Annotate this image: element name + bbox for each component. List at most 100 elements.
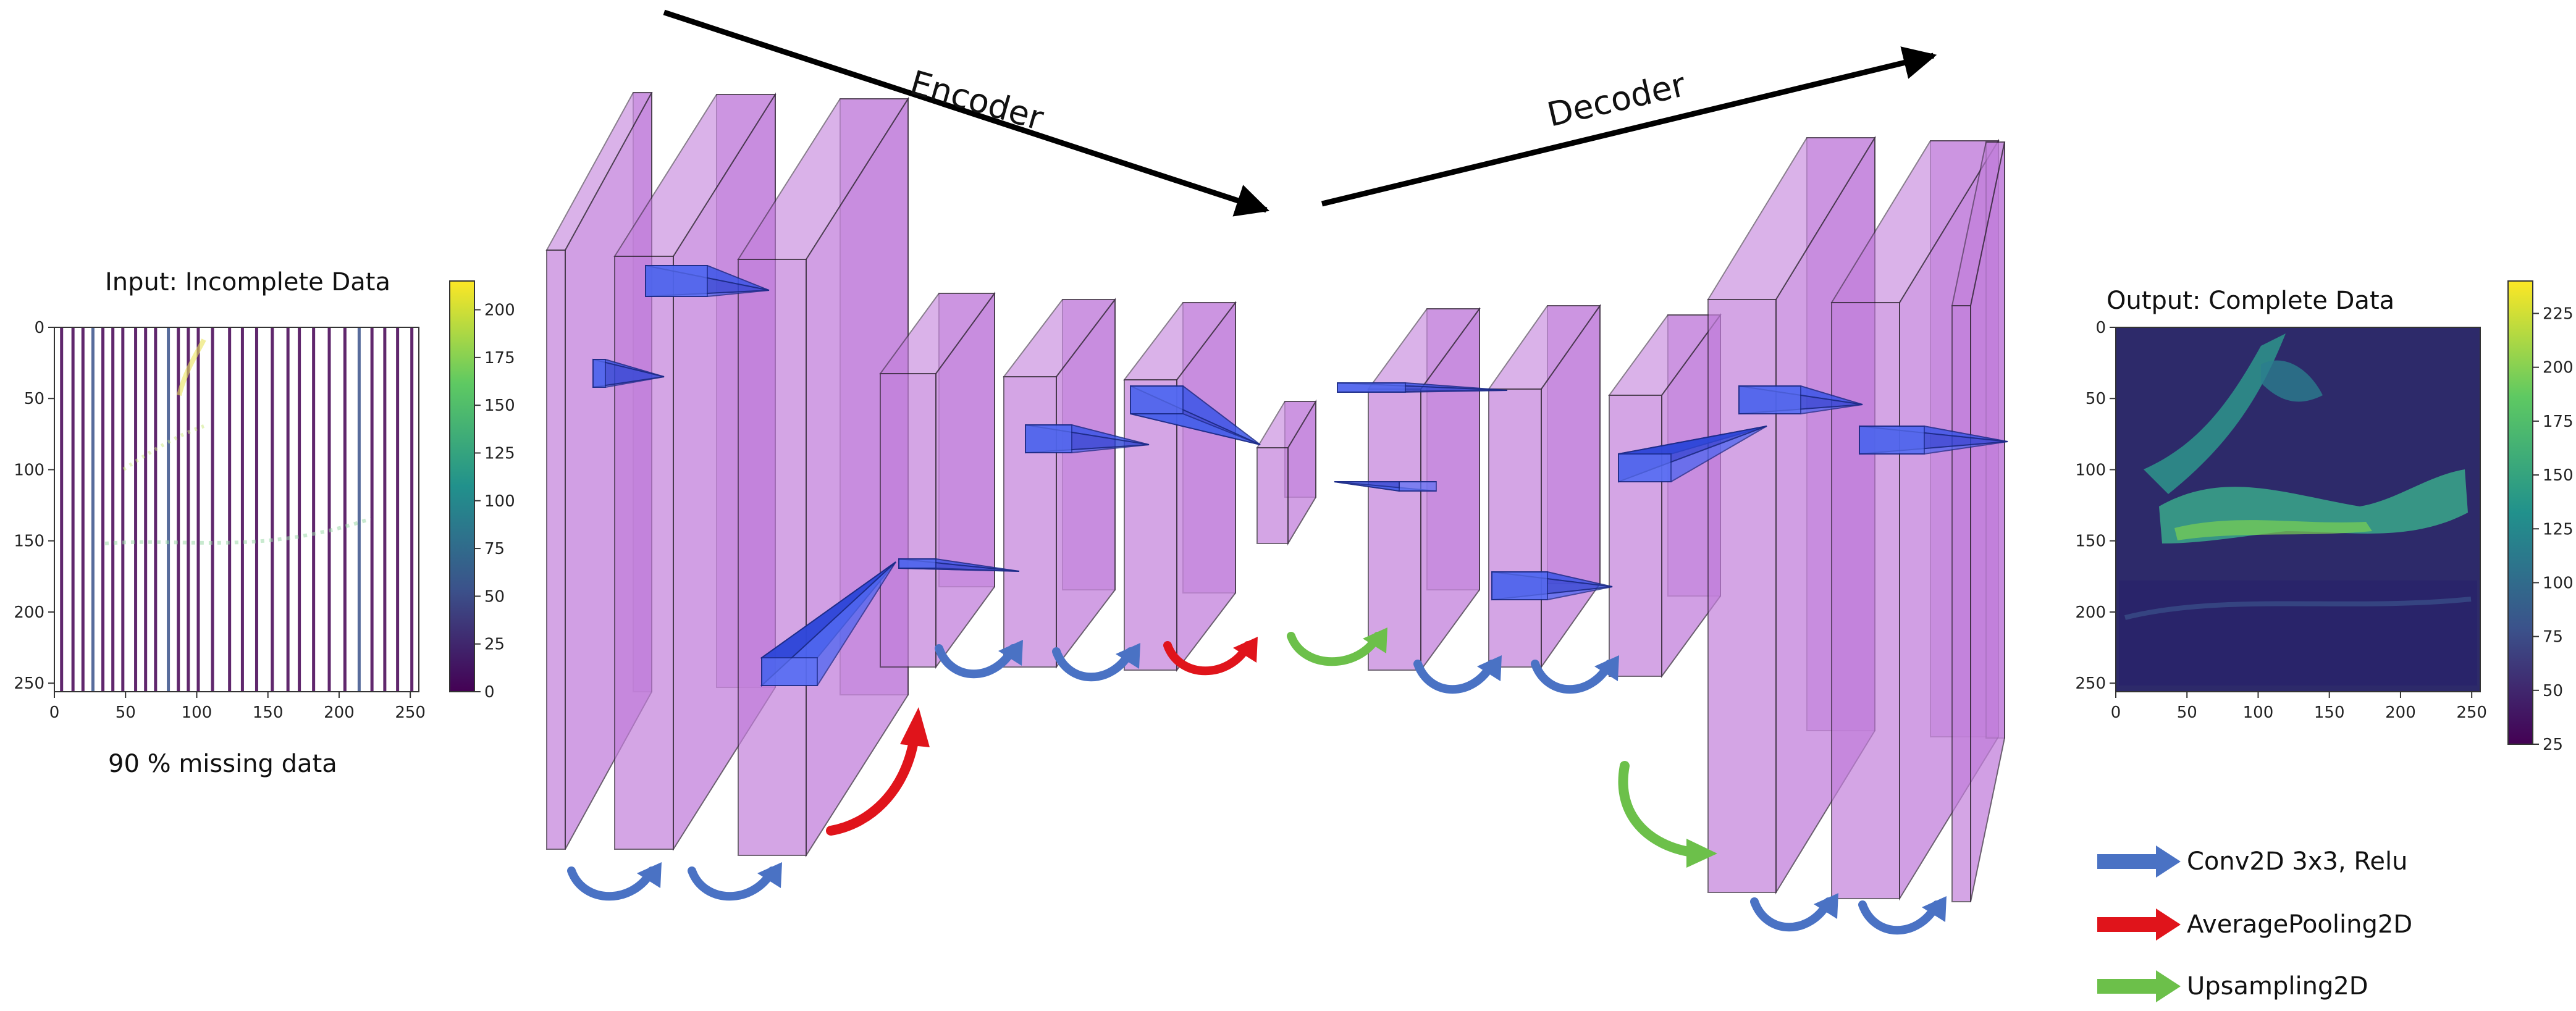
- output-x-tick: 0: [2111, 703, 2121, 722]
- input-stripe: [81, 328, 85, 691]
- output-colorbar-tick: 50: [2543, 682, 2563, 700]
- input-stripe: [134, 328, 138, 691]
- input-y-tick: 0: [34, 319, 44, 337]
- input-title: Input: Incomplete Data: [105, 268, 390, 296]
- input-colorbar-tick: 75: [484, 540, 505, 558]
- conv-kernel: [1618, 426, 1767, 483]
- upsample-arrow: [1618, 761, 1717, 868]
- legend-upsample-swatch: [2097, 970, 2181, 1002]
- input-x-tick: 250: [395, 703, 426, 722]
- input-colorbar-tick: 150: [484, 396, 515, 415]
- conv-kernel: [1334, 481, 1437, 492]
- input-colorbar-tick: 175: [484, 349, 515, 367]
- layer-block: [1488, 303, 1601, 669]
- pool-arrow: [1163, 637, 1258, 676]
- input-stripe: [211, 328, 214, 691]
- decoder-label: Decoder: [1544, 65, 1690, 135]
- input-stripe: [187, 328, 190, 691]
- input-stripe: [60, 328, 64, 691]
- output-colorbar-tick: 75: [2543, 628, 2563, 647]
- layer-block: [1002, 298, 1117, 669]
- input-y-tick: 250: [14, 674, 44, 693]
- legend-conv-label: Conv2D 3x3, Relu: [2187, 847, 2407, 876]
- output-y-tick: 100: [2075, 461, 2106, 479]
- input-x-tick: 200: [324, 703, 355, 722]
- input-stripe: [121, 328, 125, 691]
- encoder-label: Encoder: [906, 63, 1048, 138]
- conv-kernel: [898, 558, 1020, 572]
- pool-arrow: [826, 707, 930, 836]
- input-colorbar-tick: 100: [484, 492, 515, 511]
- input-stripe: [370, 328, 374, 691]
- input-x-tick: 0: [49, 703, 60, 722]
- input-y-tick: 150: [14, 532, 44, 551]
- layer-block: [1608, 313, 1722, 679]
- output-x-tick: 50: [2177, 703, 2197, 722]
- input-heatmap: [54, 327, 419, 692]
- output-colorbar-tick: 200: [2543, 359, 2574, 377]
- conv-arrow: [1858, 896, 1947, 935]
- output-colorbar-tick: 150: [2543, 466, 2574, 485]
- input-x-tick: 50: [116, 703, 136, 722]
- conv-kernel: [1859, 425, 2008, 455]
- conv-arrow: [935, 640, 1023, 679]
- conv-arrow: [1052, 643, 1140, 682]
- input-stripe: [91, 328, 95, 691]
- legend-pool-swatch: [2097, 908, 2181, 941]
- input-y-tick: 200: [14, 603, 44, 622]
- input-stripe: [396, 328, 400, 691]
- input-stripe: [383, 328, 387, 691]
- output-x-tick: 200: [2385, 703, 2416, 722]
- output-y-tick: 250: [2075, 674, 2106, 693]
- input-colorbar-tick: 200: [484, 301, 515, 320]
- input-stripe: [410, 328, 414, 691]
- input-stripe: [286, 328, 290, 691]
- output-x-tick: 150: [2314, 703, 2345, 722]
- input-stripe: [111, 328, 115, 691]
- input-colorbar-tick: 125: [484, 444, 515, 463]
- output-y-tick: 50: [2086, 390, 2106, 408]
- input-stripe: [240, 328, 244, 691]
- input-colorbar-tick: 25: [484, 636, 505, 654]
- output-heatmap-texture: [2119, 334, 2477, 686]
- legend-conv-swatch: [2097, 845, 2181, 878]
- conv-arrow: [1531, 655, 1619, 694]
- input-stripe: [177, 328, 180, 691]
- input-stripe: [196, 328, 200, 691]
- output-colorbar-tick: 225: [2543, 305, 2574, 324]
- upsample-arrow: [1287, 627, 1387, 666]
- operation-arrows: [567, 627, 1947, 935]
- input-stripe: [144, 328, 148, 691]
- input-y-tick: 50: [24, 390, 44, 408]
- input-stripe: [343, 328, 347, 691]
- legend-pool-label: AveragePooling2D: [2187, 910, 2412, 939]
- legend-swatches: [2097, 845, 2181, 1002]
- layer-block: [1367, 306, 1481, 673]
- conv-arrow: [1413, 655, 1502, 694]
- output-colorbar-tick: 175: [2543, 413, 2574, 431]
- input-stripe: [312, 328, 316, 691]
- input-stripes: [60, 328, 414, 691]
- input-colorbar: [449, 280, 475, 692]
- input-colorbar-tick: 50: [484, 587, 505, 606]
- input-stripe: [167, 328, 170, 691]
- network-layers: [545, 92, 2006, 902]
- input-stripe: [327, 328, 331, 691]
- output-y-tick: 200: [2075, 603, 2106, 622]
- conv-kernel: [1738, 385, 1863, 415]
- output-colorbar-tick: 25: [2543, 736, 2563, 754]
- input-caption: 90 % missing data: [108, 750, 337, 778]
- input-colorbar-tick: 0: [484, 683, 495, 702]
- conv-kernel: [592, 358, 665, 388]
- input-stripe: [154, 328, 158, 691]
- input-stripe: [298, 328, 301, 691]
- input-stripe: [228, 328, 232, 691]
- input-stripe: [357, 328, 361, 691]
- output-title: Output: Complete Data: [2107, 287, 2394, 315]
